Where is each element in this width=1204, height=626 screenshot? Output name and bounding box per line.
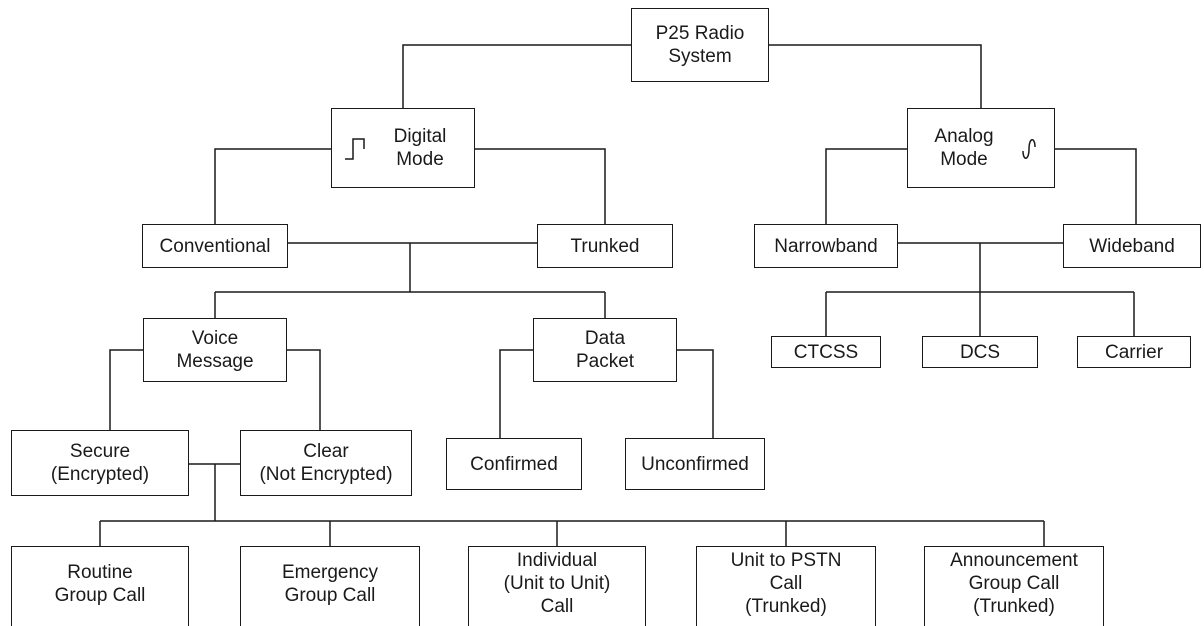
digital-mode-node: Digital Mode: [331, 108, 475, 188]
trunked-label: Trunked: [570, 235, 640, 257]
p25-radio-system-label: P25 Radio System: [655, 23, 745, 67]
emergency-group-call-node: Emergency Group Call: [240, 546, 420, 626]
conventional-node: Conventional: [142, 224, 288, 268]
square-wave-icon: [344, 135, 366, 161]
data-packet-node: Data Packet: [533, 318, 677, 382]
confirmed-node: Confirmed: [446, 438, 582, 490]
routine-group-call-label: Routine Group Call: [54, 562, 146, 606]
data-packet-label: Data Packet: [575, 328, 635, 372]
digital-mode-label: Digital Mode: [393, 126, 447, 170]
sine-wave-icon: [1022, 137, 1036, 159]
wideband-node: Wideband: [1063, 224, 1201, 268]
individual-call-label: Individual (Unit to Unit) Call: [503, 550, 611, 617]
unconfirmed-node: Unconfirmed: [625, 438, 765, 490]
secure-encrypted-label: Secure (Encrypted): [50, 441, 150, 485]
unconfirmed-label: Unconfirmed: [641, 453, 749, 475]
ctcss-node: CTCSS: [771, 336, 881, 368]
trunked-node: Trunked: [537, 224, 673, 268]
carrier-node: Carrier: [1077, 336, 1191, 368]
narrowband-label: Narrowband: [774, 235, 878, 257]
announcement-group-call-label: Announcement Group Call (Trunked): [950, 550, 1078, 617]
p25-radio-system-node: P25 Radio System: [631, 8, 769, 82]
confirmed-label: Confirmed: [470, 453, 558, 475]
analog-mode-label: Analog Mode: [934, 126, 994, 170]
voice-message-label: Voice Message: [176, 328, 254, 372]
emergency-group-call-label: Emergency Group Call: [281, 562, 379, 606]
clear-not-encrypted-label: Clear (Not Encrypted): [259, 441, 393, 485]
dcs-node: DCS: [922, 336, 1038, 368]
announcement-group-call-node: Announcement Group Call (Trunked): [924, 546, 1104, 626]
individual-call-node: Individual (Unit to Unit) Call: [468, 546, 646, 626]
unit-to-pstn-call-node: Unit to PSTN Call (Trunked): [696, 546, 876, 626]
routine-group-call-node: Routine Group Call: [11, 546, 189, 626]
voice-message-node: Voice Message: [143, 318, 287, 382]
wideband-label: Wideband: [1089, 235, 1175, 257]
conventional-label: Conventional: [159, 235, 271, 257]
carrier-label: Carrier: [1104, 341, 1164, 363]
dcs-label: DCS: [959, 341, 1001, 363]
clear-not-encrypted-node: Clear (Not Encrypted): [240, 430, 412, 496]
analog-mode-node: Analog Mode: [907, 108, 1055, 188]
secure-encrypted-node: Secure (Encrypted): [11, 430, 189, 496]
unit-to-pstn-call-label: Unit to PSTN Call (Trunked): [730, 550, 842, 617]
ctcss-label: CTCSS: [793, 341, 859, 363]
narrowband-node: Narrowband: [754, 224, 898, 268]
